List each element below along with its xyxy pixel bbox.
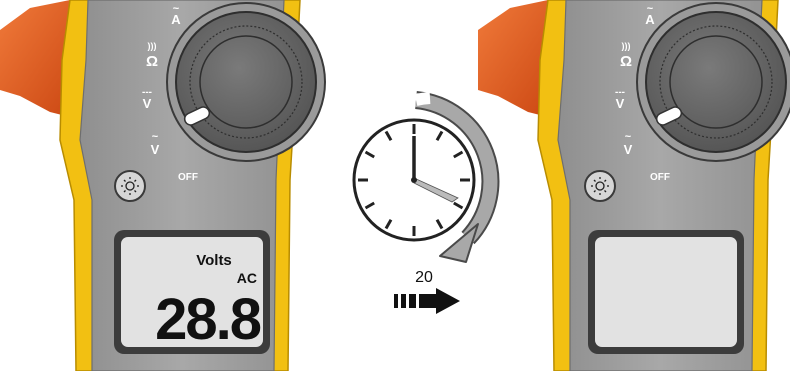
dial-label-off: OFF (650, 172, 670, 183)
timer-transition: 20 (354, 98, 490, 314)
lcd-display-blank (595, 237, 737, 347)
svg-text:))): ))) (148, 41, 157, 51)
backlight-button[interactable] (115, 171, 145, 201)
dial-label-volts-dc: V (616, 96, 625, 111)
backlight-button[interactable] (585, 171, 615, 201)
dial-label-amps-ac: A (645, 12, 655, 27)
lcd-mode-label: AC (237, 270, 257, 286)
lcd-unit-label: Volts (196, 252, 232, 269)
dial-label-ohms: Ω (620, 53, 632, 70)
dial-label-amps-ac: A (171, 12, 181, 27)
svg-text:))): ))) (622, 41, 631, 51)
dial-label-ohms: Ω (146, 53, 158, 70)
meter-after: ~ A ))) Ω --- V ~ V OFF (478, 0, 790, 371)
lcd-reading: 28.8 (155, 287, 261, 352)
dial-label-volts-ac: V (624, 142, 633, 157)
right-arrow-icon (394, 288, 460, 314)
dial-label-volts-dc: V (143, 96, 152, 111)
dial-label-volts-ac: V (151, 142, 160, 157)
dial-label-off: OFF (178, 172, 198, 183)
duration-label: 20 (415, 269, 433, 286)
meter-before: ~ A ))) Ω --- V ~ V OFF Volts AC 28.8 (0, 0, 325, 371)
rotary-dial[interactable] (646, 12, 786, 152)
rotary-dial[interactable] (176, 12, 316, 152)
clock-icon (354, 120, 474, 240)
